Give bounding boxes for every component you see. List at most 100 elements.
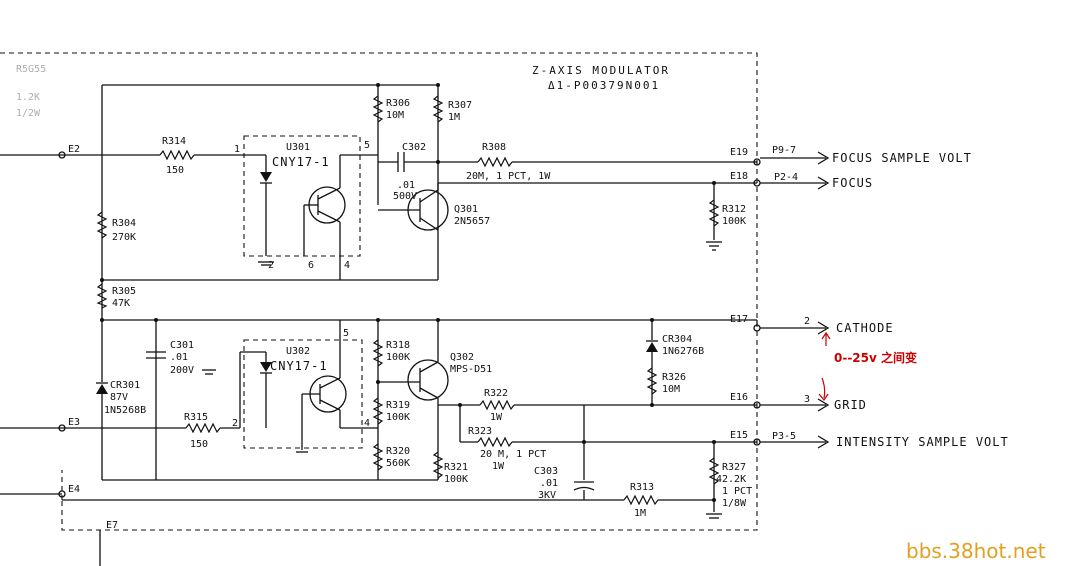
svg-text:2N5657: 2N5657 [454,216,490,227]
board-outline [0,52,758,531]
u301-led [260,172,272,182]
svg-text:100K: 100K [386,412,410,423]
svg-text:3KV: 3KV [538,490,556,501]
output-focus: P2-4 FOCUS [760,172,873,190]
svg-text:E4: E4 [68,484,80,495]
svg-text:100K: 100K [444,474,468,485]
u301-part: CNY17-1 [272,155,330,169]
r315-resistor [185,422,221,434]
r308-resistor [477,156,513,168]
r320-resistor [372,443,384,471]
svg-text:GRID: GRID [834,398,867,412]
svg-text:FOCUS SAMPLE VOLT: FOCUS SAMPLE VOLT [832,151,972,165]
svg-text:1N5268B: 1N5268B [104,405,146,416]
svg-text:Q302: Q302 [450,352,474,363]
r307-resistor [432,95,444,123]
svg-text:R318: R318 [386,340,410,351]
output-cathode: 2 CATHODE [760,316,894,335]
svg-text:87V: 87V [110,392,128,403]
r314-val: 150 [166,165,184,176]
svg-text:R322: R322 [484,388,508,399]
r304-ref: R304 [112,218,136,229]
svg-text:4: 4 [344,260,350,271]
svg-text:CATHODE: CATHODE [836,321,894,335]
svg-text:42.2K: 42.2K [716,474,746,485]
r322-resistor [479,399,515,411]
svg-text:R307: R307 [448,100,472,111]
svg-text:E18: E18 [730,171,748,182]
svg-text:INTENSITY SAMPLE VOLT: INTENSITY SAMPLE VOLT [836,435,1009,449]
r305-val: 47K [112,298,130,309]
svg-text:3: 3 [804,394,810,405]
svg-text:CR304: CR304 [662,334,692,345]
svg-text:500V: 500V [393,191,417,202]
r327-resistor [708,457,720,485]
svg-text:U302: U302 [286,346,310,357]
svg-text:CNY17-1: CNY17-1 [270,359,328,373]
svg-text:1W: 1W [490,412,503,423]
svg-text:.01: .01 [540,478,558,489]
svg-text:6: 6 [308,260,314,271]
svg-text:R323: R323 [468,426,492,437]
output-intensity-sample: P3-5 INTENSITY SAMPLE VOLT [760,431,1009,449]
svg-text:.01: .01 [170,352,188,363]
svg-text:R319: R319 [386,400,410,411]
title-line1: Z-AXIS MODULATOR [532,64,670,77]
r321-resistor [432,451,444,479]
e2-terminal [58,151,66,159]
svg-text:P9-7: P9-7 [772,145,796,156]
output-focus-sample: P9-7 FOCUS SAMPLE VOLT [760,145,972,165]
svg-text:10M: 10M [662,384,680,395]
svg-text:2: 2 [268,260,274,271]
svg-text:P2-4: P2-4 [774,172,798,183]
svg-text:R312: R312 [722,204,746,215]
svg-text:C301: C301 [170,340,194,351]
svg-text:20 M, 1 PCT: 20 M, 1 PCT [480,449,546,460]
voltage-annotation: 0--25v 之间变 [818,331,917,402]
svg-text:R315: R315 [184,412,208,423]
svg-text:1W: 1W [492,461,505,472]
svg-text:200V: 200V [170,365,194,376]
smudged-text: R5G55 1.2K 1/2W [16,64,46,119]
e19-terminal [753,158,761,166]
svg-text:5: 5 [364,140,370,151]
svg-text:1: 1 [234,144,240,155]
r305-resistor [96,283,108,309]
svg-text:R5G55: R5G55 [16,64,46,75]
svg-text:E3: E3 [68,417,80,428]
svg-text:4: 4 [364,418,370,429]
r314-ref: R314 [162,136,186,147]
r305-ref: R305 [112,286,136,297]
svg-text:C302: C302 [402,142,426,153]
svg-text:10M: 10M [386,110,404,121]
svg-text:0--25v 之间变: 0--25v 之间变 [834,350,917,365]
r323-resistor [477,436,513,448]
svg-text:P3-5: P3-5 [772,431,796,442]
svg-text:1M: 1M [634,508,646,519]
svg-text:E15: E15 [730,430,748,441]
svg-text:560K: 560K [386,458,410,469]
svg-text:20M, 1 PCT, 1W: 20M, 1 PCT, 1W [466,171,551,182]
r304-val: 270K [112,232,136,243]
svg-text:1 PCT: 1 PCT [722,486,752,497]
svg-text:C303: C303 [534,466,558,477]
svg-text:5: 5 [343,328,349,339]
watermark: bbs.38hot.net [906,539,1046,563]
svg-text:R327: R327 [722,462,746,473]
r306-resistor [372,95,384,123]
svg-text:.01: .01 [397,180,415,191]
cr304-diode [646,342,658,352]
svg-text:1N6276B: 1N6276B [662,346,704,357]
svg-text:MPS-D51: MPS-D51 [450,364,492,375]
svg-text:FOCUS: FOCUS [832,176,873,190]
r326-resistor [646,367,658,395]
e2-label: E2 [68,144,80,155]
r319-resistor [372,397,384,425]
cr301-zener [96,384,108,394]
svg-text:R306: R306 [386,98,410,109]
svg-text:R321: R321 [444,462,468,473]
svg-text:R313: R313 [630,482,654,493]
svg-text:R320: R320 [386,446,410,457]
